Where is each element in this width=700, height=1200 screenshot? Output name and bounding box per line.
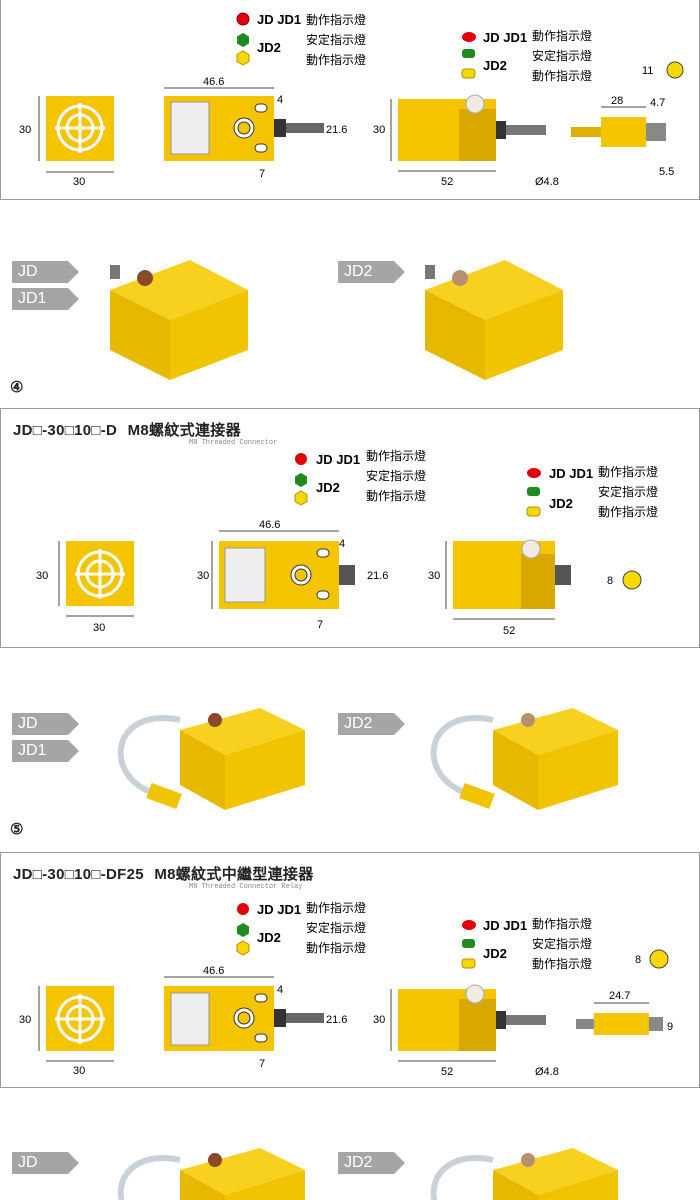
- svg-text:52: 52: [503, 625, 515, 637]
- svg-text:46.6: 46.6: [259, 519, 280, 531]
- legend-action-r2: 動作指示燈: [532, 68, 592, 83]
- svg-text:5.5: 5.5: [659, 166, 674, 178]
- yellow-led-icon: [461, 68, 476, 79]
- section5-title-tail: M8螺紋式中繼型連接器: [154, 866, 314, 883]
- legend-stable-r: 安定指示燈: [532, 48, 592, 63]
- svg-text:30: 30: [373, 124, 385, 136]
- sensor-cable-photo-jd2-3: [430, 1148, 618, 1200]
- svg-text:7: 7: [317, 619, 323, 631]
- legend-jd2: JD2: [257, 40, 281, 55]
- svg-text:8: 8: [607, 575, 613, 587]
- svg-text:4: 4: [277, 984, 283, 996]
- section4-number: ④: [10, 379, 24, 396]
- legend-stable-1: 安定指示燈: [306, 32, 366, 47]
- svg-text:7: 7: [259, 1058, 265, 1070]
- svg-text:46.6: 46.6: [203, 76, 224, 88]
- svg-text:28: 28: [611, 95, 623, 107]
- legend-action-2: 動作指示燈: [306, 52, 366, 67]
- red-led-icon: [462, 32, 476, 42]
- section4-title-tail: M8螺紋式連接器: [127, 422, 241, 439]
- sensor-cable-photo-jd2: [430, 708, 618, 810]
- sensor-cable-photo-jd-3: [117, 1148, 305, 1200]
- legend-jd2-r: JD2: [483, 58, 507, 73]
- section5-subtitle: M8 Threaded Connector Relay: [189, 883, 303, 891]
- svg-text:30: 30: [19, 124, 31, 136]
- legend-jd-jd1: JD JD1: [257, 12, 301, 27]
- svg-text:JD JD1: JD JD1: [483, 918, 527, 933]
- yellow-led-icon: [236, 50, 250, 66]
- svg-text:JD2: JD2: [549, 496, 573, 511]
- section3-panel: JD JD1 JD2 動作指示燈 安定指示燈 動作指示燈 JD JD1 JD2 …: [0, 0, 700, 200]
- svg-text:46.6: 46.6: [203, 965, 224, 977]
- svg-text:JD2: JD2: [483, 946, 507, 961]
- tag-jd1: JD1: [12, 288, 79, 310]
- red-led-icon: [236, 12, 250, 26]
- section5-panel: JD□-30□10□-DF25 M8螺紋式中繼型連接器 M8 Threaded …: [0, 852, 700, 1088]
- svg-text:動作指示燈: 動作指示燈: [306, 900, 366, 915]
- section3-drawing: JD JD1 JD2 動作指示燈 安定指示燈 動作指示燈 JD JD1 JD2 …: [19, 12, 684, 188]
- section4-drawing: JD JD1 JD2 動作指示燈 安定指示燈 動作指示燈 JD JD1 JD2 …: [36, 448, 658, 637]
- tag-jd1-2: JD1: [12, 740, 79, 762]
- svg-text:動作指示燈: 動作指示燈: [598, 504, 658, 519]
- svg-text:30: 30: [428, 570, 440, 582]
- svg-text:JD JD1: JD JD1: [549, 466, 593, 481]
- sensor-photo-jd: [110, 260, 248, 380]
- sensor-photo-jd2: [425, 260, 563, 380]
- legend-action-1: 動作指示燈: [306, 12, 366, 27]
- green-led-icon: [237, 33, 249, 47]
- svg-text:動作指示燈: 動作指示燈: [532, 956, 592, 971]
- svg-text:30: 30: [36, 570, 48, 582]
- svg-text:JD2: JD2: [316, 480, 340, 495]
- svg-text:4: 4: [339, 538, 345, 550]
- svg-text:安定指示燈: 安定指示燈: [598, 484, 658, 499]
- tag-jd-3: JD: [12, 1152, 79, 1174]
- svg-text:52: 52: [441, 176, 453, 188]
- svg-text:安定指示燈: 安定指示燈: [532, 936, 592, 951]
- svg-text:4.7: 4.7: [650, 97, 665, 109]
- svg-text:Ø4.8: Ø4.8: [535, 176, 559, 188]
- svg-text:30: 30: [73, 1065, 85, 1077]
- svg-text:30: 30: [93, 622, 105, 634]
- legend-action-r1: 動作指示燈: [532, 28, 592, 43]
- tag-jd-2: JD: [12, 713, 79, 735]
- section5-title: JD□-30□10□-DF25: [13, 866, 144, 883]
- svg-text:動作指示燈: 動作指示燈: [306, 940, 366, 955]
- svg-text:安定指示燈: 安定指示燈: [306, 920, 366, 935]
- svg-text:21.6: 21.6: [326, 124, 347, 136]
- tag-jd: JD: [12, 261, 79, 283]
- svg-text:JD JD1: JD JD1: [257, 902, 301, 917]
- svg-text:21.6: 21.6: [367, 570, 388, 582]
- legend-jd-jd1-r: JD JD1: [483, 30, 527, 45]
- svg-text:30: 30: [73, 176, 85, 188]
- section4-subtitle: M8 Threaded Connector: [189, 439, 278, 447]
- svg-text:JD JD1: JD JD1: [316, 452, 360, 467]
- svg-text:動作指示燈: 動作指示燈: [366, 448, 426, 463]
- tag-jd2: JD2: [338, 261, 405, 283]
- svg-text:9: 9: [667, 1021, 673, 1033]
- svg-text:30: 30: [19, 1014, 31, 1026]
- svg-text:52: 52: [441, 1066, 453, 1078]
- svg-text:30: 30: [197, 570, 209, 582]
- green-led-icon: [462, 49, 475, 58]
- svg-text:11: 11: [642, 65, 653, 77]
- sensor-cable-photo-jd: [117, 708, 305, 810]
- svg-text:21.6: 21.6: [326, 1014, 347, 1026]
- section5-number: ⑤: [10, 821, 24, 838]
- svg-text:安定指示燈: 安定指示燈: [366, 468, 426, 483]
- svg-text:動作指示燈: 動作指示燈: [366, 488, 426, 503]
- tag-jd2-2: JD2: [338, 713, 405, 735]
- svg-text:24.7: 24.7: [609, 990, 630, 1002]
- svg-text:動作指示燈: 動作指示燈: [532, 916, 592, 931]
- svg-text:JD2: JD2: [257, 930, 281, 945]
- svg-text:30: 30: [373, 1014, 385, 1026]
- svg-text:8: 8: [635, 954, 641, 966]
- tag-jd2-3: JD2: [338, 1152, 405, 1174]
- svg-text:動作指示燈: 動作指示燈: [598, 464, 658, 479]
- svg-text:Ø4.8: Ø4.8: [535, 1066, 559, 1078]
- section4-panel: JD□-30□10□-D M8螺紋式連接器 M8 Threaded Connec…: [0, 408, 700, 648]
- section4-title: JD□-30□10□-D: [13, 422, 118, 439]
- svg-text:7: 7: [259, 168, 265, 180]
- section5-drawing: JD JD1 JD2 動作指示燈 安定指示燈 動作指示燈 JD JD1 JD2 …: [19, 900, 673, 1078]
- svg-text:4: 4: [277, 94, 283, 106]
